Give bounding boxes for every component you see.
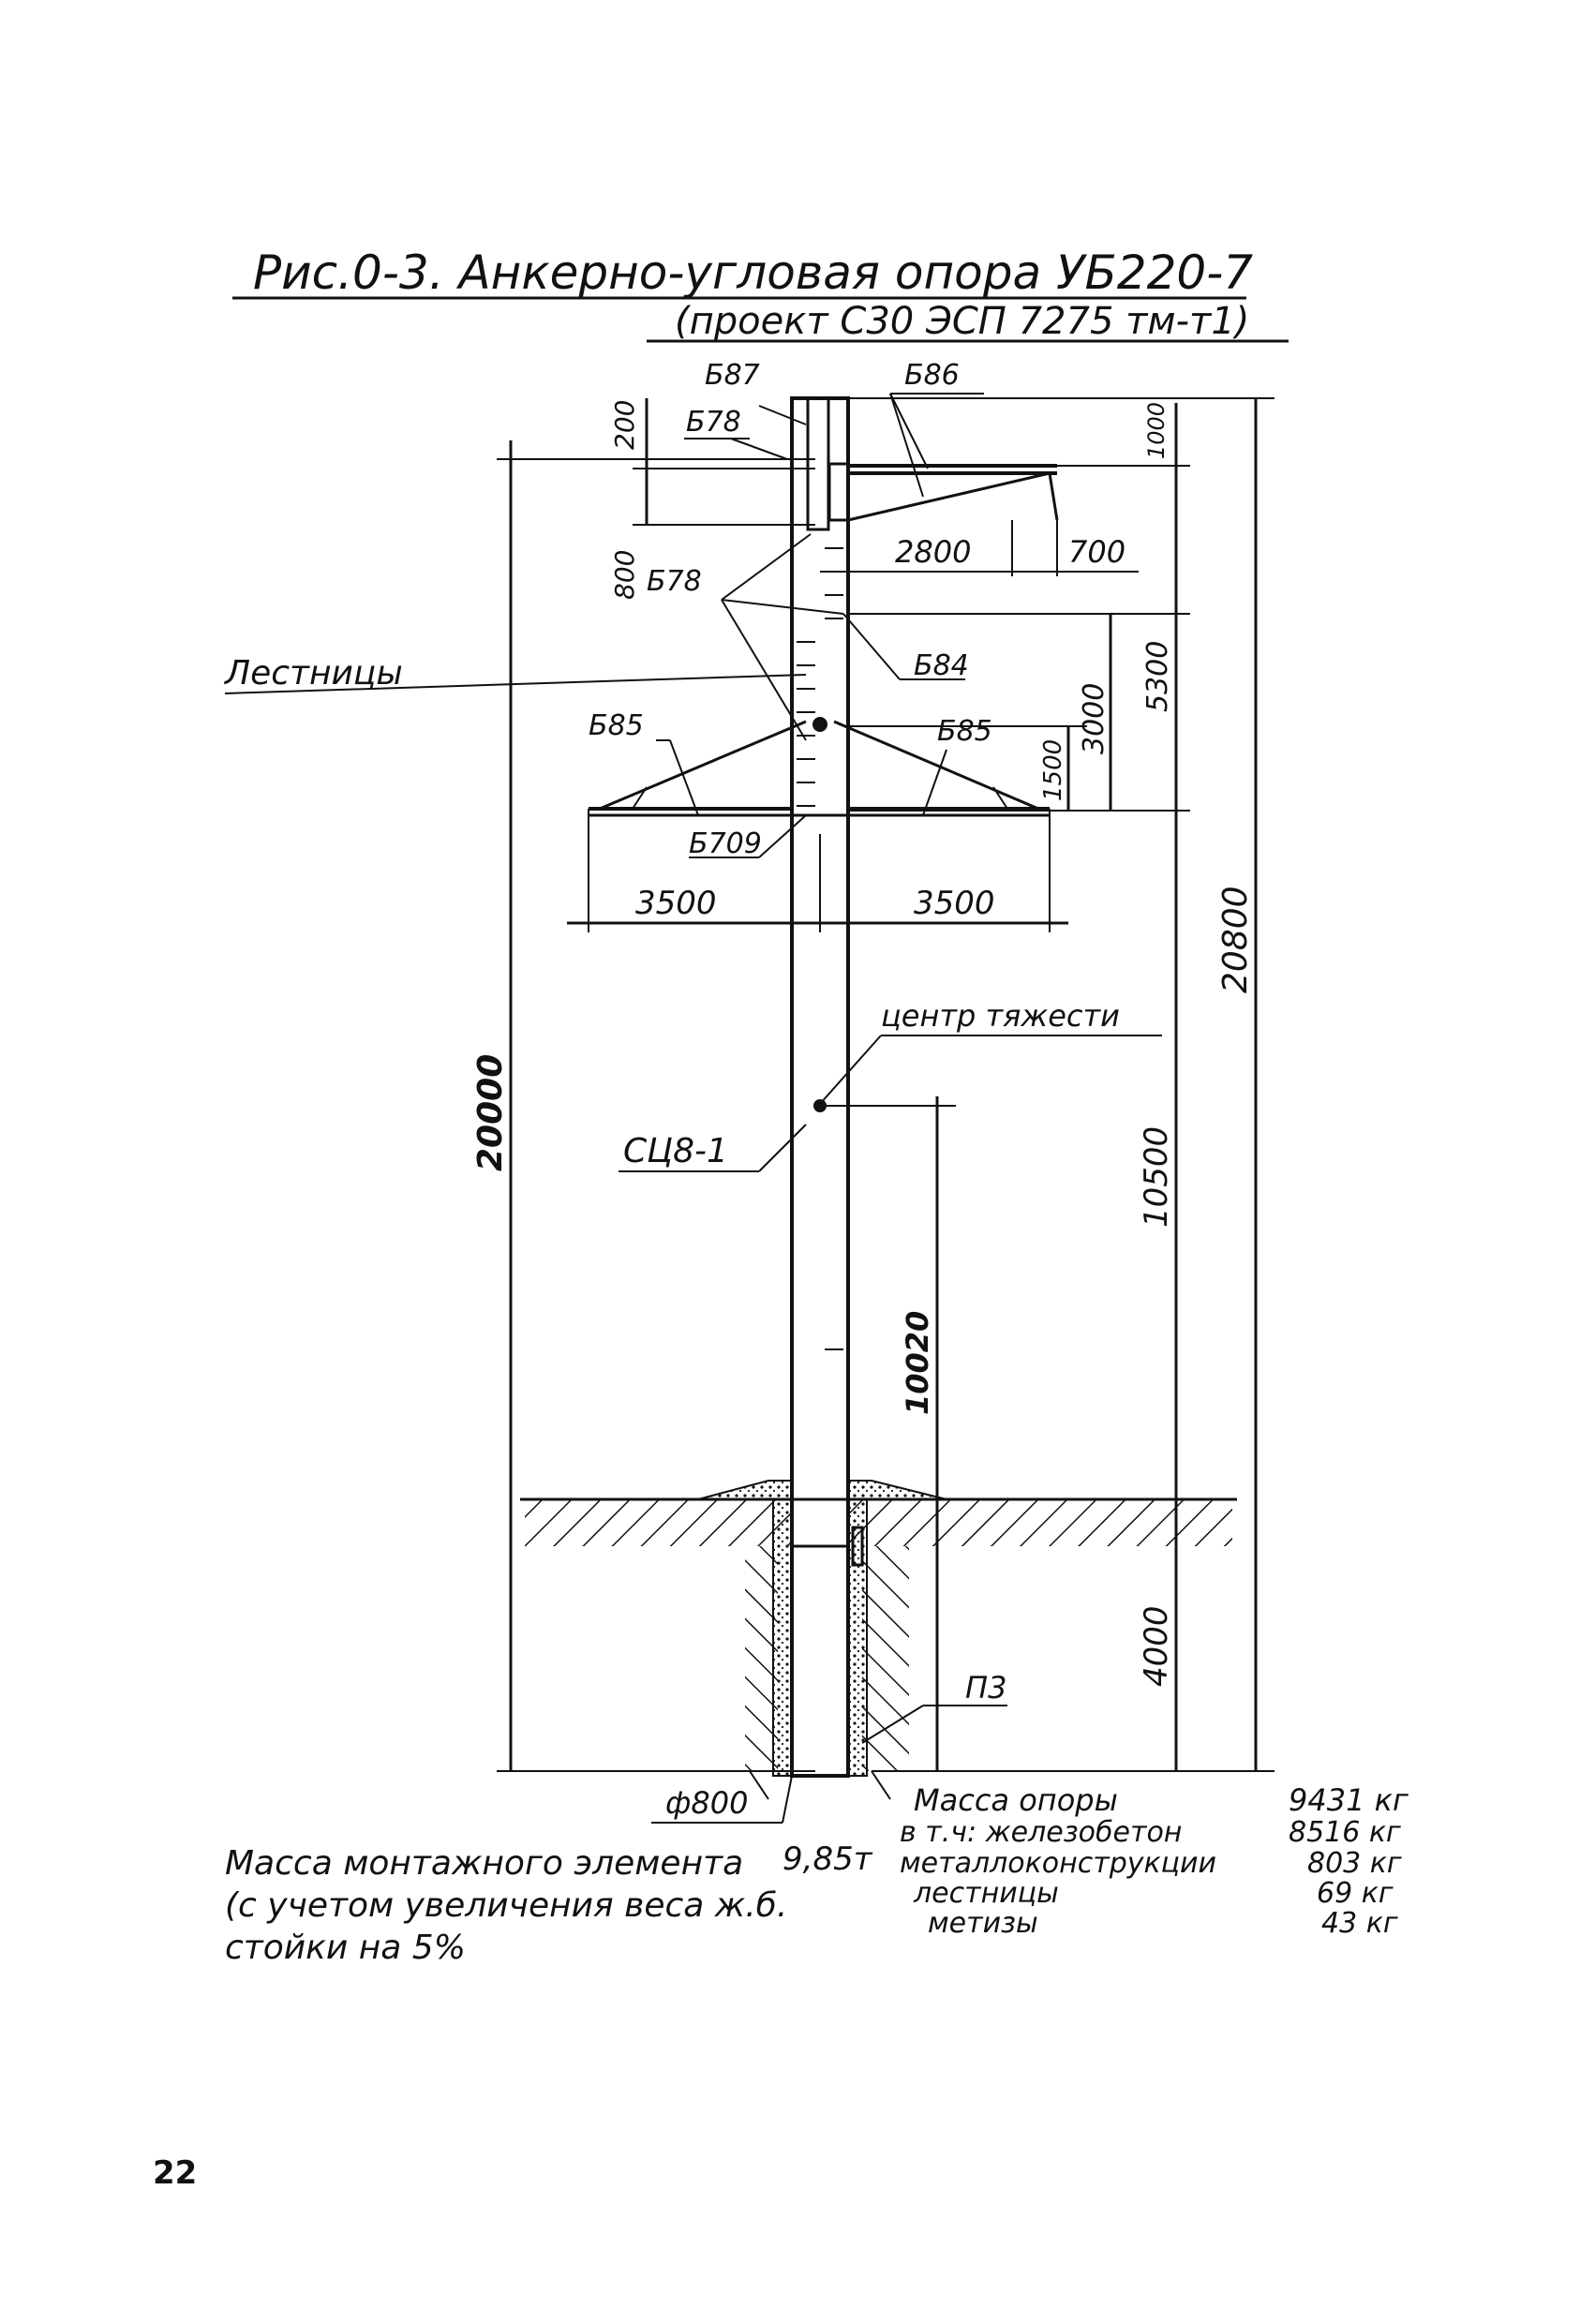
label-b78-top: Б78	[686, 406, 741, 439]
mass-row-value: 43 кг	[1321, 1907, 1398, 1940]
mass-note-line1: Масса монтажного элемента	[225, 1844, 743, 1883]
label-b709: Б709	[689, 827, 762, 860]
pole-steps	[797, 547, 843, 1350]
dim-800: 800	[609, 550, 640, 600]
figure-title: Рис.0-3. Анкерно-угловая опора УБ220-7	[253, 246, 1253, 300]
label-b84: Б84	[914, 649, 969, 682]
label-b86: Б86	[904, 359, 960, 392]
mass-row-value: 9431 кг	[1289, 1782, 1409, 1818]
dim-1000: 1000	[1143, 402, 1170, 459]
mass-row-label: лестницы	[913, 1877, 1059, 1910]
horizontal-dimension-lines	[567, 520, 1139, 932]
label-b85-left: Б85	[589, 709, 644, 742]
pole-top-cap	[806, 396, 830, 531]
dim-3500-left: 3500	[635, 885, 717, 922]
left-dimension-lines	[497, 398, 815, 1772]
dim-10020: 10020	[900, 1311, 935, 1415]
mass-row-value: 69 кг	[1317, 1877, 1394, 1910]
label-b87: Б87	[705, 359, 760, 392]
label-b85-right: Б85	[937, 715, 992, 748]
mass-row-label: в т.ч: железобетон	[900, 1816, 1182, 1849]
dim-10500: 10500	[1138, 1126, 1175, 1228]
dim-2800: 2800	[895, 534, 971, 570]
dim-3000: 3000	[1078, 683, 1111, 754]
mass-row-label: метизы	[928, 1907, 1038, 1940]
mass-row-value: 803 кг	[1307, 1847, 1402, 1880]
dim-5300: 5300	[1141, 641, 1174, 712]
label-p3: П3	[965, 1670, 1006, 1706]
ground-section	[520, 1480, 1237, 1800]
dim-4000: 4000	[1138, 1605, 1175, 1687]
right-dimension-lines	[825, 397, 1275, 1772]
leader-lines	[224, 393, 1162, 1824]
figure-subtitle: (проект С30 ЭСП 7275 тм-т1)	[675, 300, 1249, 343]
mass-table: Масса опоры 9431 кг в т.ч: железобетон 8…	[900, 1782, 1409, 1940]
mass-row-value: 8516 кг	[1289, 1816, 1401, 1849]
label-diameter: ф800	[665, 1785, 748, 1821]
mass-note: Масса монтажного элемента 9,85т (с учето…	[225, 1840, 873, 1967]
dim-3500-right: 3500	[914, 885, 995, 922]
top-crossarm	[827, 462, 1059, 522]
page-number: 22	[153, 2154, 197, 2192]
dim-20000: 20000	[471, 1054, 510, 1171]
center-of-gravity-marker	[813, 1099, 827, 1112]
label-ladders: Лестницы	[223, 654, 403, 693]
traverse-joint	[812, 717, 827, 732]
label-stand: СЦ8-1	[623, 1132, 728, 1170]
pole-shaft	[790, 396, 850, 1778]
mass-note-line2: (с учетом увеличения веса ж.б.	[225, 1886, 787, 1925]
dim-700: 700	[1068, 534, 1125, 570]
mass-row-label: Масса опоры	[914, 1782, 1118, 1818]
label-b78-mid: Б78	[647, 565, 702, 598]
mass-note-line3: стойки на 5%	[225, 1929, 466, 1967]
dim-200: 200	[609, 400, 640, 450]
mass-note-value: 9,85т	[783, 1840, 873, 1878]
dim-20800: 20800	[1216, 886, 1255, 993]
mass-row-label: металлоконструкции	[900, 1847, 1216, 1880]
lower-traverse	[589, 717, 1050, 817]
dim-1500: 1500	[1039, 739, 1067, 801]
label-center-gravity: центр тяжести	[881, 998, 1120, 1034]
